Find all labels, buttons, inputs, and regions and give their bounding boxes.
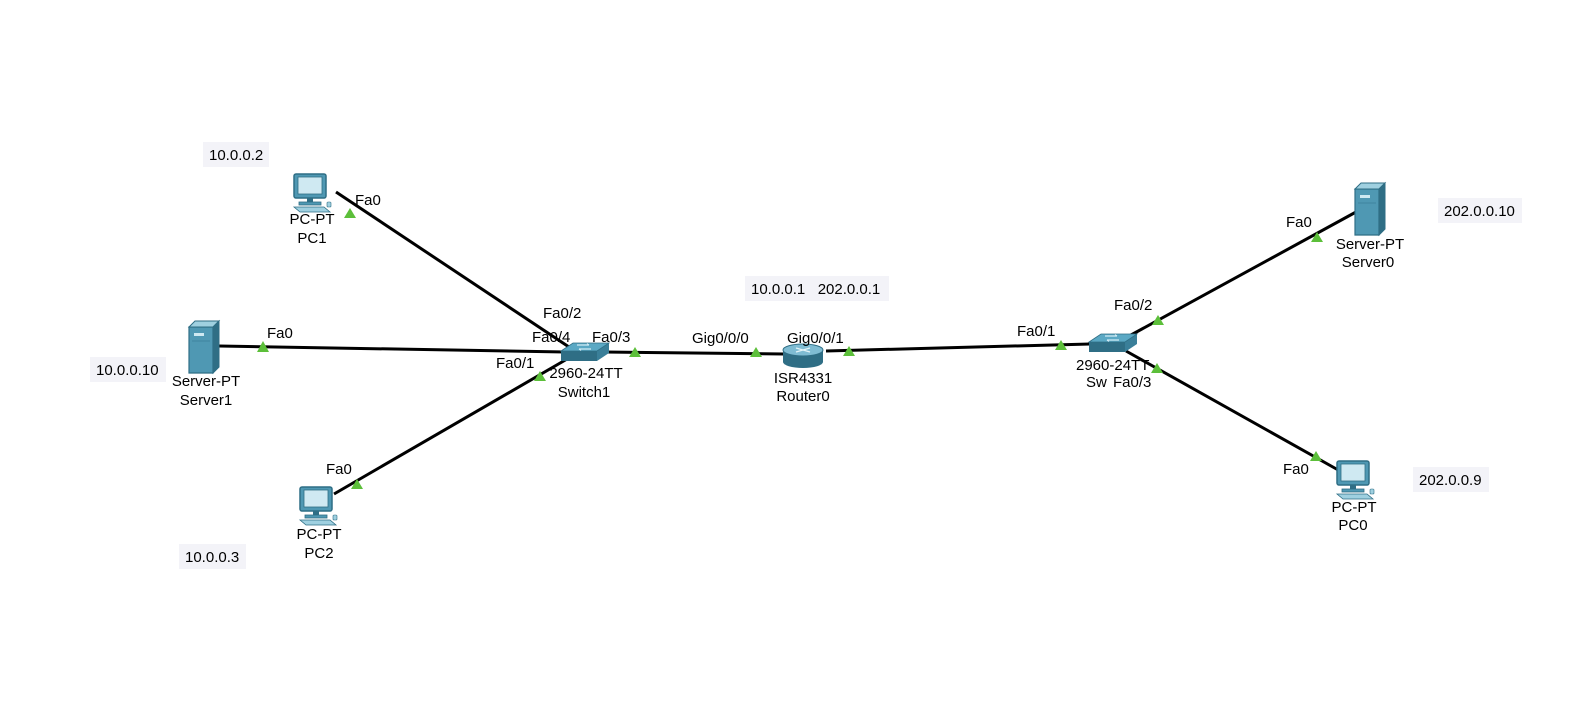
port-label: Fa0/2 <box>543 305 581 322</box>
link-server1-switch1[interactable] <box>218 344 566 354</box>
port-label: Fa0 <box>355 192 381 209</box>
note-server1-ip[interactable]: 10.0.0.10 <box>90 357 166 382</box>
port-indicator-pc2-fa0 <box>351 479 363 489</box>
port-indicator-pc0-fa0 <box>1310 451 1322 461</box>
port-label: Fa0/4 <box>532 329 570 346</box>
device-name: Router0 <box>776 388 829 405</box>
device-name: PC0 <box>1338 517 1367 534</box>
port-indicator-r0-gig0 <box>750 347 762 357</box>
svg-text:10.0.0.1 202.0.0.1: 10.0.0.1 202.0.0.1 <box>751 281 880 298</box>
link-router0-switch0[interactable] <box>825 342 1091 353</box>
port-label: Fa0/3 <box>1113 374 1151 391</box>
device-model: 2960-24TT <box>549 365 622 382</box>
server-icon[interactable] <box>188 320 220 374</box>
device-model: PC-PT <box>290 211 335 228</box>
device-model: PC-PT <box>1332 499 1377 516</box>
device-name: PC2 <box>304 545 333 562</box>
port-label: Fa0/1 <box>1017 323 1055 340</box>
link-pc2-switch1[interactable] <box>333 353 575 496</box>
device-switch0[interactable]: 2960-24TT Sw <box>1076 333 1149 391</box>
device-server0[interactable]: Server-PT Server0 <box>1336 182 1404 271</box>
device-model: Server-PT <box>172 373 240 390</box>
port-indicator-sw0-fa0-3 <box>1151 363 1163 373</box>
pc-icon[interactable] <box>1336 460 1375 500</box>
svg-text:202.0.0.10: 202.0.0.10 <box>1444 203 1515 220</box>
device-server1[interactable]: Server-PT Server1 <box>172 320 240 409</box>
port-label: Fa0/3 <box>592 329 630 346</box>
device-router0[interactable]: ISR4331 Router0 <box>774 343 832 405</box>
device-name: Sw <box>1086 374 1107 391</box>
device-name: Server0 <box>1342 254 1395 271</box>
switch-icon[interactable] <box>1088 333 1138 353</box>
port-label: Gig0/0/0 <box>692 330 749 347</box>
port-indicator-server1-fa0 <box>257 341 269 352</box>
note-pc2-ip[interactable]: 10.0.0.3 <box>179 544 246 569</box>
device-name: Switch1 <box>558 384 611 401</box>
port-indicator-sw0-fa0-2 <box>1152 315 1164 325</box>
port-labels: Fa0 Fa0 Fa0 Fa0/2 Fa0/4 Fa0/3 Fa0/1 Gig0… <box>267 192 1312 478</box>
device-model: PC-PT <box>297 526 342 543</box>
pc-icon[interactable] <box>299 486 338 526</box>
port-indicator-pc1-fa0 <box>344 208 356 218</box>
port-label: Fa0 <box>1286 214 1312 231</box>
svg-text:10.0.0.10: 10.0.0.10 <box>96 362 159 379</box>
device-name: Server1 <box>180 392 233 409</box>
svg-text:202.0.0.9: 202.0.0.9 <box>1419 472 1482 489</box>
ip-notes: 10.0.0.2 10.0.0.10 10.0.0.3 10.0.0.1 202… <box>90 142 1522 569</box>
port-indicators <box>257 208 1323 489</box>
port-label: Fa0/2 <box>1114 297 1152 314</box>
port-label: Fa0 <box>326 461 352 478</box>
device-pc0[interactable]: PC-PT PC0 <box>1332 460 1377 534</box>
device-model: ISR4331 <box>774 370 832 387</box>
device-name: PC1 <box>297 230 326 247</box>
port-indicator-sw0-fa0-1 <box>1055 340 1067 350</box>
device-model: 2960-24TT <box>1076 357 1149 374</box>
note-router-ips[interactable]: 10.0.0.1 202.0.0.1 <box>745 276 889 301</box>
port-indicator-server0-fa0 <box>1311 232 1323 242</box>
note-pc0-ip[interactable]: 202.0.0.9 <box>1413 467 1489 492</box>
device-switch1[interactable]: 2960-24TT Switch1 <box>549 342 623 401</box>
link-pc1-switch1[interactable] <box>335 190 573 351</box>
port-label: Gig0/0/1 <box>787 330 844 347</box>
note-pc1-ip[interactable]: 10.0.0.2 <box>203 142 269 167</box>
device-model: Server-PT <box>1336 236 1404 253</box>
router-icon[interactable] <box>782 343 824 369</box>
port-indicator-sw1-fa0-1 <box>534 371 546 381</box>
port-label: Fa0 <box>267 325 293 342</box>
port-indicator-sw1-fa0-3 <box>629 347 641 357</box>
device-pc2[interactable]: PC-PT PC2 <box>297 486 342 562</box>
note-server0-ip[interactable]: 202.0.0.10 <box>1438 198 1522 223</box>
device-pc1[interactable]: PC-PT PC1 <box>290 173 335 247</box>
server-icon[interactable] <box>1354 182 1386 236</box>
port-indicator-r0-gig1 <box>843 346 855 356</box>
svg-text:10.0.0.2: 10.0.0.2 <box>209 147 263 164</box>
port-label: Fa0/1 <box>496 355 534 372</box>
svg-text:10.0.0.3: 10.0.0.3 <box>185 549 239 566</box>
pc-icon[interactable] <box>293 173 332 213</box>
port-label: Fa0 <box>1283 461 1309 478</box>
